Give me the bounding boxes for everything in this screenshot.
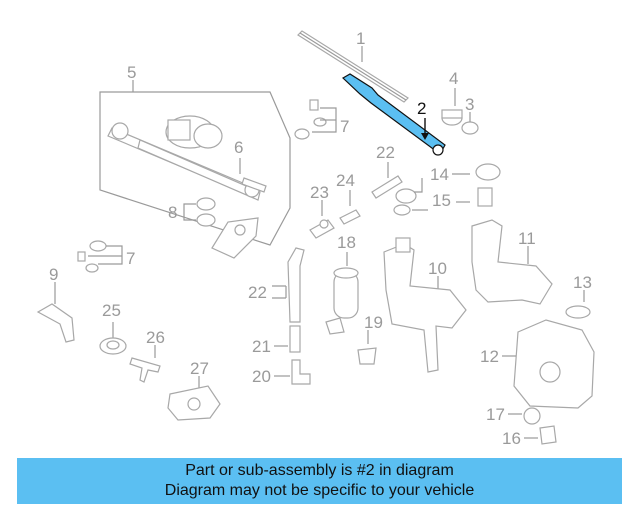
wiper-linkage[interactable] <box>107 122 261 201</box>
callout-19: 19 <box>364 313 383 332</box>
callout-7b: 7 <box>126 249 135 268</box>
callout-13: 13 <box>573 273 592 292</box>
washer-pump-16[interactable] <box>539 425 557 445</box>
callout-12: 12 <box>480 347 499 366</box>
callout-18: 18 <box>337 233 356 252</box>
callout-22a: 22 <box>376 143 395 162</box>
pivot-cap[interactable] <box>441 109 463 126</box>
connector-27[interactable] <box>167 385 221 421</box>
parts-diagram: 1 2 4 3 5 6 7 <box>36 29 595 448</box>
callout-9: 9 <box>49 265 58 284</box>
callout-26: 26 <box>146 328 165 347</box>
cowl-panel-10[interactable] <box>383 237 467 373</box>
banner-line-2: Diagram may not be specific to your vehi… <box>164 482 475 499</box>
callout-16: 16 <box>502 429 521 448</box>
bolt-7-upper[interactable] <box>294 99 327 140</box>
motor-bracket[interactable] <box>211 217 259 259</box>
bracket-9[interactable] <box>36 303 75 343</box>
callout-6: 6 <box>234 138 243 157</box>
callout-14: 14 <box>430 165 449 184</box>
callout-25: 25 <box>102 301 121 320</box>
info-banner: Part or sub-assembly is #2 in diagram Di… <box>17 458 622 504</box>
callout-23: 23 <box>310 183 329 202</box>
callout-24: 24 <box>336 171 355 190</box>
callout-3: 3 <box>465 95 474 114</box>
callout-4: 4 <box>449 69 458 88</box>
washer-pump-18[interactable] <box>325 267 359 335</box>
callout-15: 15 <box>432 191 451 210</box>
callout-1: 1 <box>356 29 365 48</box>
grommet-17[interactable] <box>523 407 541 425</box>
wiper-motor[interactable] <box>165 115 223 149</box>
linkage-arm[interactable] <box>241 177 267 193</box>
hose-clip-26[interactable] <box>129 357 161 383</box>
grommet-25[interactable] <box>99 337 127 355</box>
hose-connector-22[interactable] <box>371 175 403 199</box>
seal-13[interactable] <box>565 305 591 319</box>
hose-21[interactable] <box>289 325 301 353</box>
wiper-arm-highlighted[interactable] <box>341 73 446 156</box>
valve-23[interactable] <box>309 219 335 239</box>
grommet-8[interactable] <box>196 197 216 227</box>
callout-22b: 22 <box>248 283 267 302</box>
callout-5: 5 <box>127 63 136 82</box>
callout-8: 8 <box>168 203 177 222</box>
banner-line-1: Part or sub-assembly is #2 in diagram <box>185 462 454 479</box>
pivot-cover-14[interactable] <box>395 163 501 204</box>
callout-7a: 7 <box>340 117 349 136</box>
callout-21: 21 <box>252 337 271 356</box>
nozzle-24[interactable] <box>339 209 361 225</box>
bushing-15[interactable] <box>393 187 493 216</box>
bolt-7-lower[interactable] <box>77 240 107 273</box>
pivot-nut[interactable] <box>461 121 479 135</box>
wiper-blade[interactable] <box>297 30 409 103</box>
callout-20: 20 <box>252 367 271 386</box>
cowl-panel-11[interactable] <box>471 219 553 305</box>
grommet-19[interactable] <box>357 347 377 365</box>
callout-10: 10 <box>428 259 447 278</box>
callout-2: 2 <box>417 99 426 118</box>
callout-27: 27 <box>190 359 209 378</box>
washer-reservoir-12[interactable] <box>513 319 595 409</box>
hose-connector-20[interactable] <box>291 359 311 385</box>
callout-11: 11 <box>518 229 536 248</box>
callout-17: 17 <box>486 405 505 424</box>
